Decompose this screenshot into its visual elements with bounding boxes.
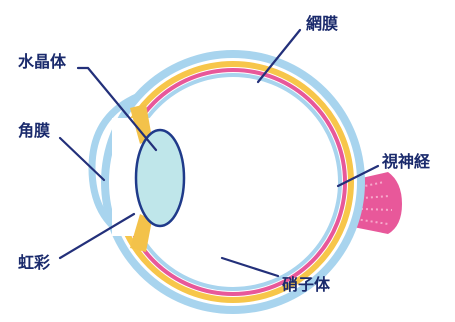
iris-lower	[130, 214, 152, 252]
label-optic-nerve: 視神経	[381, 152, 431, 171]
label-vitreous: 硝子体	[282, 275, 331, 294]
lens	[134, 128, 186, 228]
label-retina: 網膜	[306, 14, 338, 33]
leader-lens	[76, 66, 158, 152]
label-iris: 虹彩	[18, 253, 50, 272]
leader-vitreous	[220, 256, 280, 278]
iris-upper	[130, 104, 152, 144]
label-cornea: 角膜	[18, 121, 50, 140]
leader-retina	[256, 28, 302, 84]
leader-cornea	[58, 136, 106, 182]
label-lens: 水晶体	[18, 52, 67, 71]
leader-iris	[58, 212, 136, 260]
leader-optic-nerve	[336, 164, 380, 188]
